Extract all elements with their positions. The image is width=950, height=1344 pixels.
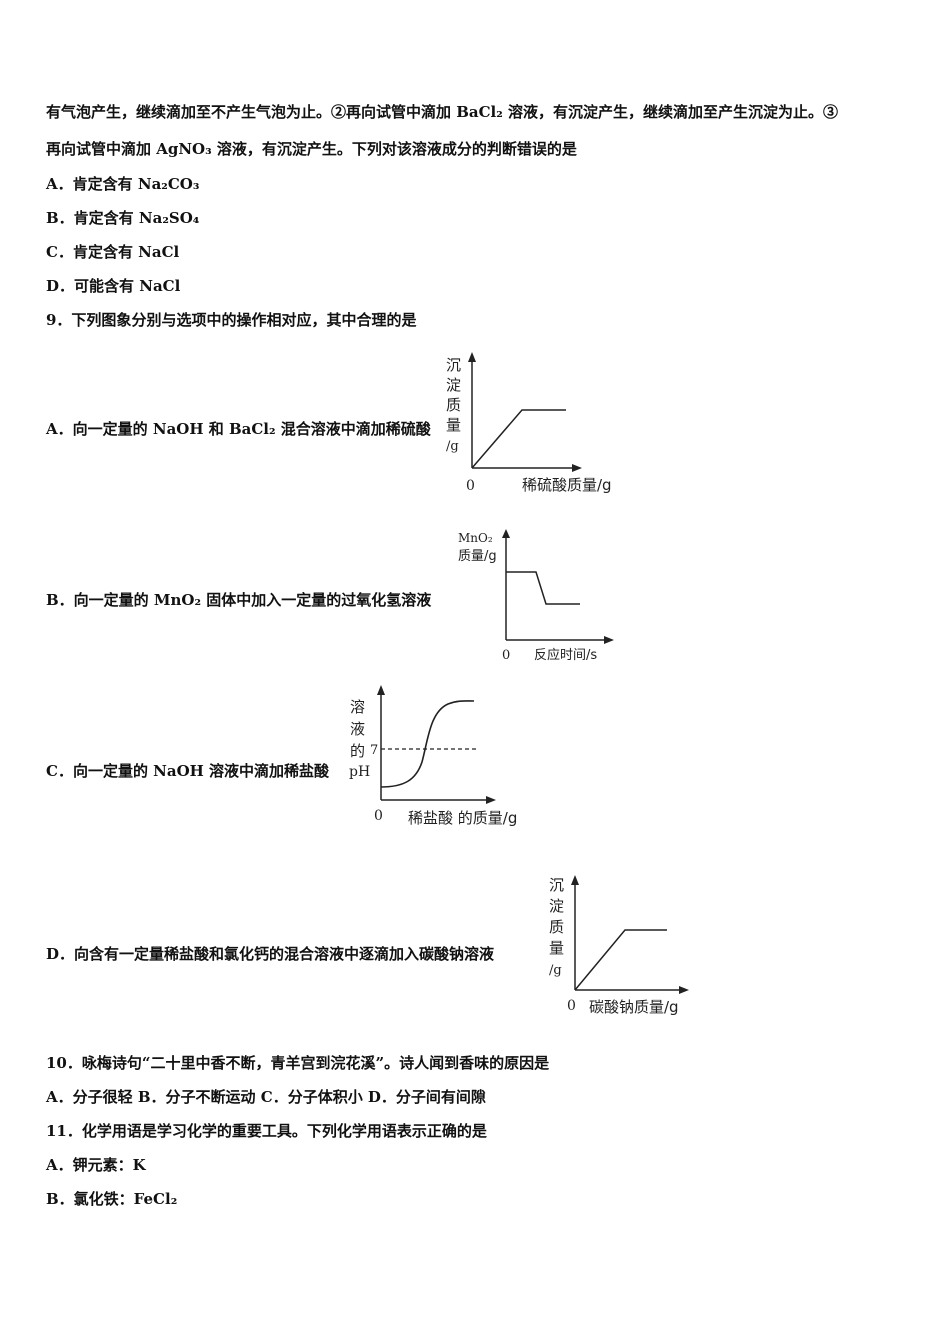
graph-d-origin: 0 <box>567 998 576 1014</box>
graph-d-xlabel: 碳酸钠质量/g <box>589 998 679 1016</box>
graph-b-xlabel: 反应时间/s <box>534 647 597 663</box>
graph-c: 溶 液 的 7 pH 0 稀盐酸 的质量/g <box>344 682 534 832</box>
q9-option-c: C．向一定量的 NaOH 溶液中滴加稀盐酸 <box>46 762 330 780</box>
graph-c-ytick: 7 <box>370 743 378 758</box>
q9-stem: 9．下列图象分别与选项中的操作相对应，其中合理的是 <box>46 311 417 329</box>
graph-d: 沉 淀 质 量 /g 0 碳酸钠质量/g <box>543 872 703 1022</box>
intro-line-2: 再向试管中滴加 AgNO₃ 溶液，有沉淀产生。下列对该溶液成分的判断错误的是 <box>46 140 577 158</box>
graph-b-ylabel-1: MnO₂ <box>458 531 493 545</box>
graph-d-curve <box>574 929 667 991</box>
graph-d-ylabel-5: /g <box>549 963 562 978</box>
graph-c-ylabel-4: pH <box>349 764 370 780</box>
graph-d-ylabel-1: 沉 <box>549 876 564 894</box>
graph-a-curve <box>471 409 566 469</box>
graph-a-ylabel-3: 质 <box>446 396 461 414</box>
graph-a-xlabel: 稀硫酸质量/g <box>522 476 612 494</box>
graph-a-ylabel-1: 沉 <box>446 356 461 374</box>
intro-line-1: 有气泡产生，继续滴加至不产生气泡为止。②再向试管中滴加 BaCl₂ 溶液，有沉淀… <box>46 103 839 121</box>
graph-c-ylabel-1: 溶 <box>350 698 365 716</box>
q8-option-a: A．肯定含有 Na₂CO₃ <box>46 175 200 193</box>
graph-c-curve <box>380 700 475 788</box>
graph-b-curve <box>506 571 580 605</box>
graph-c-ylabel-2: 液 <box>350 720 365 738</box>
q8-option-c: C．肯定含有 NaCl <box>46 243 180 261</box>
q9-option-d: D．向含有一定量稀盐酸和氯化钙的混合溶液中逐滴加入碳酸钠溶液 <box>46 945 495 963</box>
graph-b: MnO₂ 质量/g 0 反应时间/s <box>456 524 626 669</box>
q11-option-a: A．钾元素：K <box>46 1156 146 1174</box>
graph-c-xlabel: 稀盐酸 的质量/g <box>408 809 517 827</box>
q10-options: A．分子很轻 B．分子不断运动 C．分子体积小 D．分子间有间隙 <box>46 1088 486 1106</box>
graph-a-origin: 0 <box>466 478 475 494</box>
q8-option-b: B．肯定含有 Na₂SO₄ <box>46 209 200 227</box>
graph-a: 沉 淀 质 量 /g 0 稀硫酸质量/g <box>440 350 630 500</box>
graph-b-origin: 0 <box>502 648 510 663</box>
graph-a-ylabel-4: 量 <box>446 416 461 434</box>
graph-a-ylabel-2: 淀 <box>446 376 461 394</box>
q11-stem: 11．化学用语是学习化学的重要工具。下列化学用语表示正确的是 <box>46 1122 487 1140</box>
q10-stem: 10．咏梅诗句“二十里中香不断，青羊宫到浣花溪”。诗人闻到香味的原因是 <box>46 1054 550 1072</box>
graph-a-ylabel-5: /g <box>446 439 459 454</box>
graph-c-ylabel-3: 的 <box>350 742 365 760</box>
q9-option-a: A．向一定量的 NaOH 和 BaCl₂ 混合溶液中滴加稀硫酸 <box>46 420 431 438</box>
graph-c-origin: 0 <box>374 808 383 824</box>
q9-option-b: B．向一定量的 MnO₂ 固体中加入一定量的过氧化氢溶液 <box>46 591 432 609</box>
q8-option-d: D．可能含有 NaCl <box>46 277 181 295</box>
graph-d-ylabel-2: 淀 <box>549 897 564 915</box>
graph-d-ylabel-3: 质 <box>549 918 564 936</box>
graph-b-ylabel-2: 质量/g <box>458 549 497 564</box>
q11-option-b: B．氯化铁：FeCl₂ <box>46 1190 178 1208</box>
graph-d-ylabel-4: 量 <box>549 939 564 957</box>
